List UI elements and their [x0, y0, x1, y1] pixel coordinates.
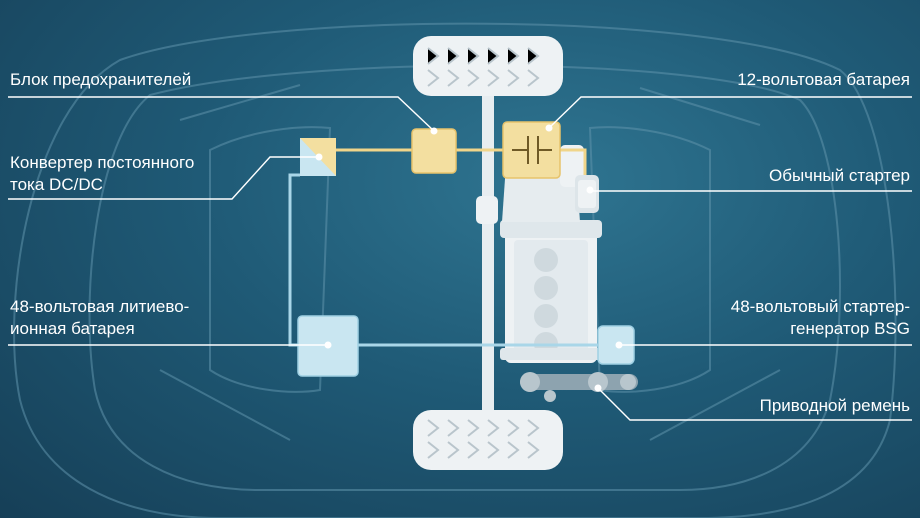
front-tire [413, 36, 563, 96]
drive-belt [520, 372, 638, 402]
label-dcdc-line1: Конвертер постоянного [10, 153, 195, 172]
label-48v-battery: 48-вольтовая литиево- ионная батарея [10, 296, 189, 340]
label-bsg-line2: генератор BSG [790, 319, 910, 338]
car-outline [13, 22, 897, 518]
label-fuse-block-text: Блок предохранителей [10, 70, 192, 89]
fuse-box [411, 128, 457, 174]
rear-tire [413, 410, 563, 470]
leader-lines [8, 96, 912, 421]
label-bsg: 48-вольтовый стартер- генератор BSG [731, 296, 910, 340]
label-belt-text: Приводной ремень [759, 396, 910, 415]
driveshaft [482, 80, 494, 440]
engine [500, 220, 602, 363]
label-belt: Приводной ремень [760, 395, 910, 417]
label-12v-battery: 12-вольтовая батарея [737, 69, 910, 91]
battery-12v [502, 121, 561, 179]
label-dcdc-converter: Конвертер постоянного тока DC/DC [10, 152, 194, 196]
label-48v-battery-line2: ионная батарея [10, 319, 135, 338]
label-bsg-line1: 48-вольтовый стартер- [730, 297, 910, 316]
label-dcdc-line2: тока DC/DC [10, 175, 103, 194]
label-starter: Обычный стартер [769, 165, 910, 187]
label-12v-battery-text: 12-вольтовая батарея [737, 70, 910, 89]
label-starter-text: Обычный стартер [769, 166, 910, 185]
label-48v-battery-line1: 48-вольтовая литиево- [10, 297, 190, 316]
starter-motor [575, 175, 599, 213]
